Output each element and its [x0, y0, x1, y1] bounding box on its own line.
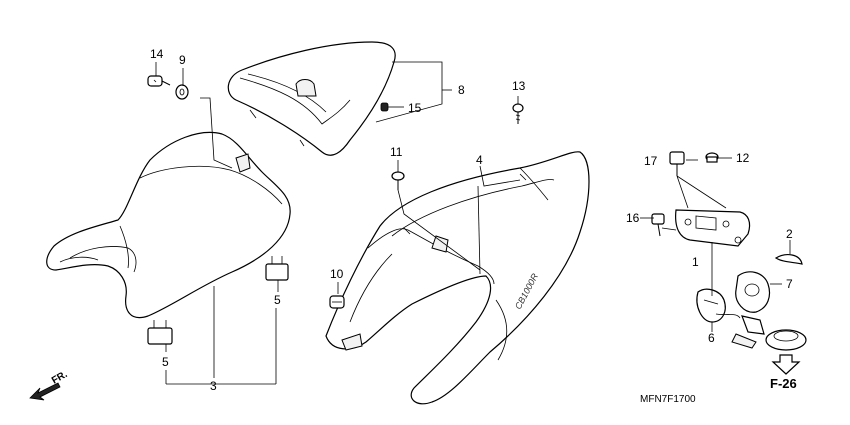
cushion-5b-icon — [147, 320, 173, 345]
callout-7: 7 — [786, 277, 793, 291]
callout-3: 3 — [210, 379, 217, 393]
cushion-5a-icon — [265, 256, 289, 281]
callout-9: 9 — [179, 53, 186, 67]
callout-16: 16 — [626, 211, 640, 225]
bolt-16-icon — [651, 213, 665, 237]
callout-2: 2 — [786, 227, 793, 241]
callout-10: 10 — [330, 267, 344, 281]
callout-1: 1 — [692, 255, 699, 269]
callout-labels: 14 9 8 15 13 4 11 10 5 5 3 17 12 16 2 1 … — [150, 47, 793, 393]
leader-lines — [155, 61, 791, 385]
grommet-f26-icon — [765, 329, 807, 351]
nut-12-icon — [705, 152, 719, 163]
front-label: FR. — [50, 369, 70, 387]
grommet-15-icon — [380, 102, 389, 112]
seat-lock-7-part — [731, 271, 771, 349]
callout-17: 17 — [644, 154, 658, 168]
front-arrow-icon — [29, 382, 61, 401]
clip-2-icon — [774, 254, 803, 265]
bracket-1-part — [675, 209, 751, 247]
callout-14: 14 — [150, 47, 164, 61]
bolt-13-icon — [512, 103, 524, 124]
callout-13: 13 — [512, 79, 526, 93]
callout-6: 6 — [708, 331, 715, 345]
helmet-lock-6-part — [696, 288, 741, 323]
reference-label: F-26 — [770, 376, 797, 391]
bolt-14-icon — [147, 75, 171, 87]
callout-5a: 5 — [274, 293, 281, 307]
seat-cowl-part — [227, 41, 396, 156]
rear-cowl-part: CB1000R — [325, 151, 590, 405]
callout-15: 15 — [408, 101, 422, 115]
main-seat-part — [46, 131, 291, 319]
callout-11: 11 — [390, 145, 403, 159]
callout-8: 8 — [458, 83, 465, 97]
washer-9-icon — [175, 84, 189, 100]
grommet-10-icon — [329, 295, 345, 309]
arrow-down-icon — [771, 354, 801, 375]
bolt-17-icon — [669, 151, 685, 176]
diagram-code: MFN7F1700 — [640, 394, 696, 405]
callout-5b: 5 — [162, 355, 169, 369]
callout-12: 12 — [736, 151, 750, 165]
screw-11-icon — [391, 171, 405, 190]
callout-4: 4 — [476, 153, 483, 167]
key-icon — [731, 333, 757, 349]
